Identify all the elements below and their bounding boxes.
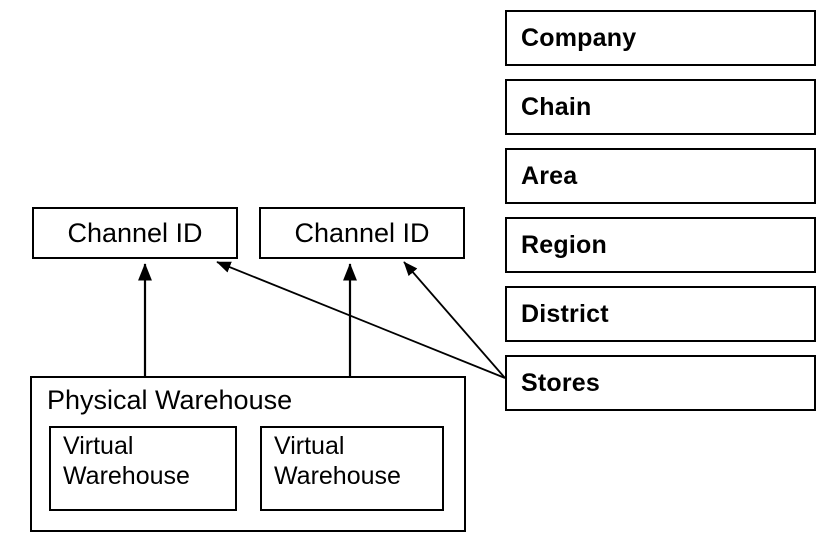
hierarchy-box-district[interactable]: District xyxy=(505,286,816,342)
hierarchy-box-region[interactable]: Region xyxy=(505,217,816,273)
connector-stores-to-channel-right xyxy=(403,261,506,379)
hierarchy-label-company: Company xyxy=(521,23,637,52)
hierarchy-label-region: Region xyxy=(521,230,607,259)
physical-warehouse-title: Physical Warehouse xyxy=(47,385,293,415)
channel-id-label-left: Channel ID xyxy=(67,217,203,248)
virtual-warehouse-box-right[interactable]: Virtual Warehouse xyxy=(260,426,444,511)
hierarchy-label-stores: Stores xyxy=(521,368,601,397)
hierarchy-label-chain: Chain xyxy=(521,92,592,121)
hierarchy-box-area[interactable]: Area xyxy=(505,148,816,204)
hierarchy-box-stores[interactable]: Stores xyxy=(505,355,816,411)
physical-warehouse-box[interactable]: Physical Warehouse Virtual Warehouse Vir… xyxy=(30,376,466,532)
virtual-warehouse-label-right: Virtual Warehouse xyxy=(274,432,401,490)
hierarchy-label-area: Area xyxy=(521,161,578,190)
virtual-warehouse-label-left: Virtual Warehouse xyxy=(63,432,190,490)
virtual-warehouse-box-left[interactable]: Virtual Warehouse xyxy=(49,426,237,511)
channel-id-label-right: Channel ID xyxy=(294,217,430,248)
connector-stores-to-channel-left xyxy=(216,261,506,379)
channel-id-box-left[interactable]: Channel ID xyxy=(32,207,238,259)
channel-id-box-right[interactable]: Channel ID xyxy=(259,207,465,259)
hierarchy-box-company[interactable]: Company xyxy=(505,10,816,66)
hierarchy-label-district: District xyxy=(521,299,609,328)
hierarchy-box-chain[interactable]: Chain xyxy=(505,79,816,135)
